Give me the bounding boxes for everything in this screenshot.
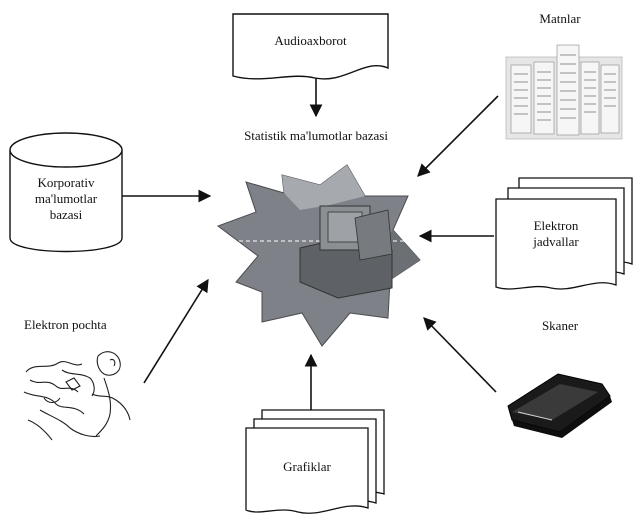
center-title: Statistik ma'lumotlar bazasi	[244, 128, 388, 143]
spreadsheets-label: Elektron jadvallar	[496, 218, 616, 250]
scanner-device-icon	[507, 373, 612, 438]
charts-doc-stack	[245, 409, 385, 514]
spreadsheets-doc-stack	[495, 177, 633, 290]
corporate-label: Korporativ ma'lumotlar bazasi	[10, 175, 122, 223]
charts-label: Grafiklar	[283, 459, 331, 474]
arrow-texts-to-center	[417, 95, 499, 177]
corporate-label-line-2: ma'lumotlar	[34, 191, 98, 206]
texts-label: Matnlar	[539, 11, 581, 26]
spreadsheets-label-line-1: Elektron	[533, 218, 579, 233]
corporate-label-line-3: bazasi	[49, 207, 83, 222]
corporate-label-line-1: Korporativ	[37, 175, 95, 190]
arrow-email-to-center	[143, 278, 209, 384]
email-label: Elektron pochta	[24, 317, 107, 332]
document-pages-icon	[505, 44, 623, 140]
spreadsheets-label-line-2: jadvallar	[533, 234, 579, 249]
audio-box	[232, 13, 389, 80]
scanner-label: Skaner	[541, 318, 579, 333]
arrow-scanner-to-center	[423, 317, 497, 393]
computer-star-icon	[216, 164, 421, 347]
audio-label: Audioaxborot	[274, 33, 347, 48]
corporate-database-cylinder	[9, 132, 123, 253]
hand-drawn-sketch-icon	[23, 351, 131, 441]
